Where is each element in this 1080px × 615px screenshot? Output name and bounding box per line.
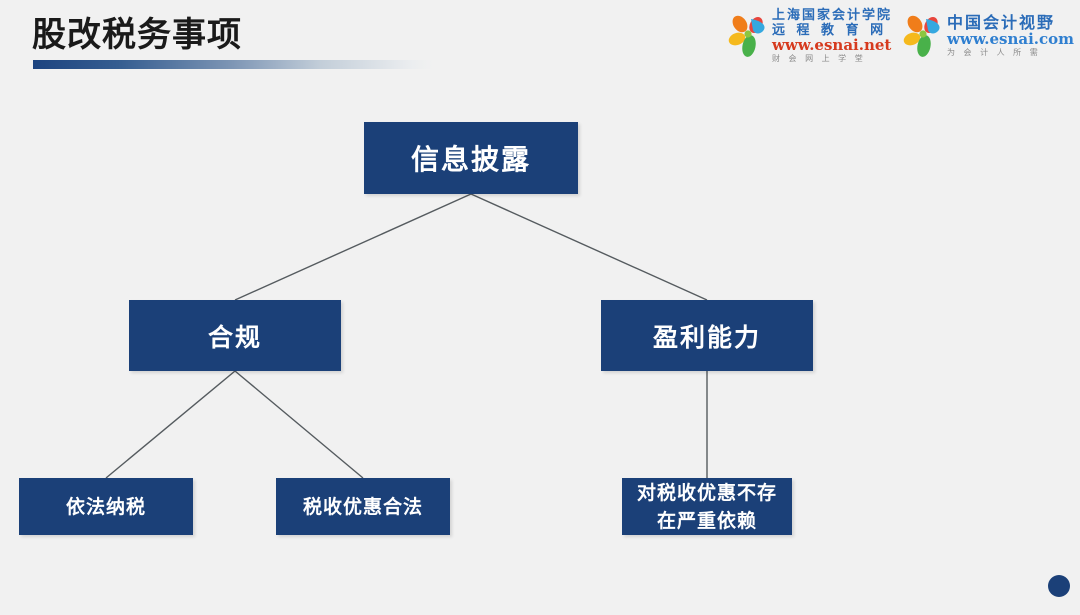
edge-root-compliance <box>234 193 472 301</box>
logo-line1: 中国会计视野 <box>947 13 1056 32</box>
edge-root-profit <box>470 193 708 301</box>
node-compliance[interactable]: 合规 <box>129 300 341 371</box>
node-label-multiline: 对税收优惠不存 在严重依赖 <box>637 479 777 535</box>
node-label-line1: 对税收优惠不存 <box>636 481 777 504</box>
node-label: 依法纳税 <box>65 495 146 518</box>
logo-group: 上海国家会计学院 远 程 教 育 网 www.esnai.net 财 会 网 上… <box>727 9 1074 63</box>
edge-compliance-taxlaw <box>105 370 236 479</box>
logo-tagline: 财 会 网 上 学 堂 <box>771 54 866 63</box>
node-label: 盈利能力 <box>652 322 761 352</box>
logo-line1: 上海国家会计学院 <box>771 8 892 23</box>
pinwheel-flower-icon <box>727 13 769 59</box>
title-block: 股改税务事项 <box>32 12 552 82</box>
node-pay-tax-by-law[interactable]: 依法纳税 <box>19 478 193 535</box>
esnai-com-logo: 中国会计视野 www.esnai.com 为 会 计 人 所 需 <box>902 13 1074 59</box>
pinwheel-flower-icon <box>902 13 944 59</box>
node-label: 信息披露 <box>410 143 531 176</box>
page-title: 股改税务事项 <box>32 15 242 55</box>
esnai-net-logo: 上海国家会计学院 远 程 教 育 网 www.esnai.net 财 会 网 上… <box>727 9 892 63</box>
logo-line2: 远 程 教 育 网 <box>771 23 887 38</box>
node-no-severe-reliance-on-tax-incentives[interactable]: 对税收优惠不存 在严重依赖 <box>622 478 792 535</box>
node-profitability[interactable]: 盈利能力 <box>601 300 813 371</box>
node-tax-incentives-legal[interactable]: 税收优惠合法 <box>276 478 450 535</box>
corner-accent-dot <box>1048 575 1070 597</box>
edge-compliance-taxpref <box>234 370 364 479</box>
node-label-line2: 在严重依赖 <box>656 509 757 532</box>
logo-url: www.esnai.com <box>947 30 1074 48</box>
esnai-com-logo-text: 中国会计视野 www.esnai.com 为 会 计 人 所 需 <box>947 15 1074 57</box>
node-information-disclosure[interactable]: 信息披露 <box>364 122 578 194</box>
node-label: 税收优惠合法 <box>302 495 423 518</box>
title-underline-rule <box>33 60 433 69</box>
esnai-net-logo-text: 上海国家会计学院 远 程 教 育 网 www.esnai.net 财 会 网 上… <box>772 9 892 63</box>
node-label: 合规 <box>207 322 262 352</box>
logo-tagline: 为 会 计 人 所 需 <box>947 48 1041 57</box>
logo-url: www.esnai.net <box>771 36 892 54</box>
